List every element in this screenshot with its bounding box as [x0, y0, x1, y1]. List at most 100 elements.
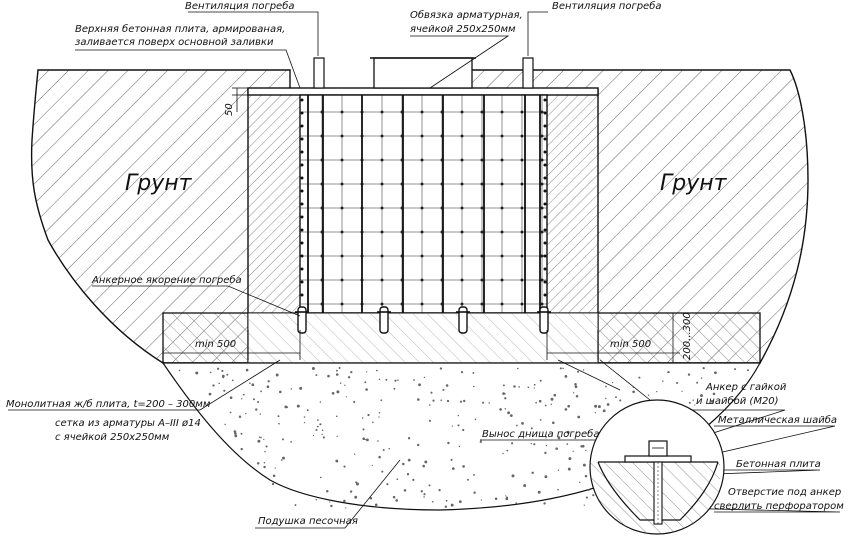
rebar-node — [540, 110, 544, 114]
sand-dot — [319, 476, 322, 479]
sand-dot — [523, 484, 527, 488]
sand-dot — [712, 392, 716, 396]
sand-dot — [256, 462, 260, 465]
slab-anchor — [379, 306, 389, 334]
label-ground-left: Грунт — [125, 171, 193, 196]
wall-dot — [300, 241, 304, 245]
sand-dot — [537, 490, 541, 494]
sand-dot — [530, 427, 533, 430]
label-ground-right: Грунт — [660, 171, 728, 196]
sand-dot — [557, 488, 559, 491]
sand-dot — [420, 490, 423, 493]
sand-dot — [393, 387, 396, 390]
label-min-left: min 500 — [195, 339, 236, 350]
sand-dot — [335, 459, 339, 463]
wall-dot — [543, 241, 547, 245]
rebar-node — [380, 254, 384, 258]
sand-dot — [208, 392, 212, 396]
sand-dot — [234, 434, 238, 438]
sand-dot — [466, 478, 469, 481]
sand-dot — [438, 488, 441, 492]
sand-dot — [511, 474, 515, 478]
sand-dot — [417, 443, 420, 447]
manhole — [373, 57, 473, 89]
sand-dot — [692, 399, 694, 401]
sand-dot — [344, 384, 346, 387]
sand-dot — [282, 438, 284, 441]
sand-dot — [374, 503, 378, 507]
rebar-node — [340, 158, 344, 162]
label-concrete: Бетонная плита — [736, 459, 821, 470]
label-rebar-2: ячейкой 250х250мм — [410, 24, 516, 35]
sand-dot — [576, 370, 580, 373]
sand-dot — [459, 400, 463, 403]
rebar-node — [480, 278, 484, 282]
sand-dot — [238, 415, 242, 418]
rebar-node — [500, 158, 504, 162]
sand-dot — [577, 415, 581, 419]
sand-dot — [392, 495, 396, 499]
sand-dot — [335, 373, 339, 376]
sand-dot — [423, 376, 426, 379]
sand-dot — [338, 366, 341, 370]
sand-dot — [396, 478, 399, 481]
label-anchor-nut-2: и шайбой (М20) — [696, 395, 779, 407]
sand-dot — [460, 370, 464, 374]
label-dim-50: 50 — [224, 103, 235, 116]
sand-dot — [336, 435, 338, 438]
sand-dot — [255, 408, 258, 411]
rebar-node — [520, 230, 524, 234]
sand-dot — [319, 423, 322, 426]
sand-dot — [445, 499, 448, 502]
rebar-node — [420, 110, 424, 114]
sand-dot — [260, 436, 262, 439]
sand-dot — [638, 376, 641, 379]
sand-dot — [539, 379, 542, 382]
sand-dot — [494, 497, 498, 500]
sand-dot — [376, 369, 378, 372]
sand-dot — [242, 393, 245, 396]
sand-dot — [545, 444, 548, 447]
sand-dot — [515, 502, 518, 504]
sand-dot — [311, 367, 315, 370]
wall-dot — [300, 124, 304, 128]
sand-dot — [378, 412, 381, 414]
rebar-node — [500, 278, 504, 282]
label-vent-left: Вентиляция погреба — [185, 0, 295, 12]
sand-dot — [231, 379, 234, 382]
sand-dot — [567, 404, 571, 408]
wall-dot — [543, 202, 547, 206]
rebar-node — [420, 278, 424, 282]
sand-dot — [572, 392, 575, 394]
sand-dot — [377, 440, 379, 442]
rebar-node — [500, 206, 504, 210]
rebar-node — [420, 158, 424, 162]
sand-dot — [462, 428, 465, 432]
wall-dot — [300, 228, 304, 232]
rebar-node — [460, 254, 464, 258]
sand-dot — [321, 429, 324, 432]
sand-dot — [566, 430, 570, 434]
label-min-right: min 500 — [610, 339, 651, 350]
sand-dot — [746, 369, 750, 372]
vent-pipe-right — [522, 57, 534, 89]
rebar-node — [500, 254, 504, 258]
sand-dot — [587, 489, 590, 492]
sand-dot — [319, 401, 322, 403]
rebar-node — [460, 110, 464, 114]
label-hole-2: сверлить перфоратором — [714, 501, 844, 512]
sand-dot — [502, 452, 504, 455]
wall-dot — [543, 215, 547, 219]
sand-dot — [381, 470, 384, 473]
sand-dot — [271, 482, 275, 486]
sand-dot — [212, 384, 215, 387]
rebar-node — [460, 206, 464, 210]
sand-dot — [457, 414, 459, 417]
sand-dot — [428, 484, 431, 487]
sand-dot — [282, 456, 285, 460]
wall-dot — [300, 215, 304, 219]
rebar-node — [480, 134, 484, 138]
label-washer: Металлическая шайба — [718, 414, 837, 426]
sand-dot — [294, 504, 297, 507]
sand-dot — [424, 460, 428, 464]
